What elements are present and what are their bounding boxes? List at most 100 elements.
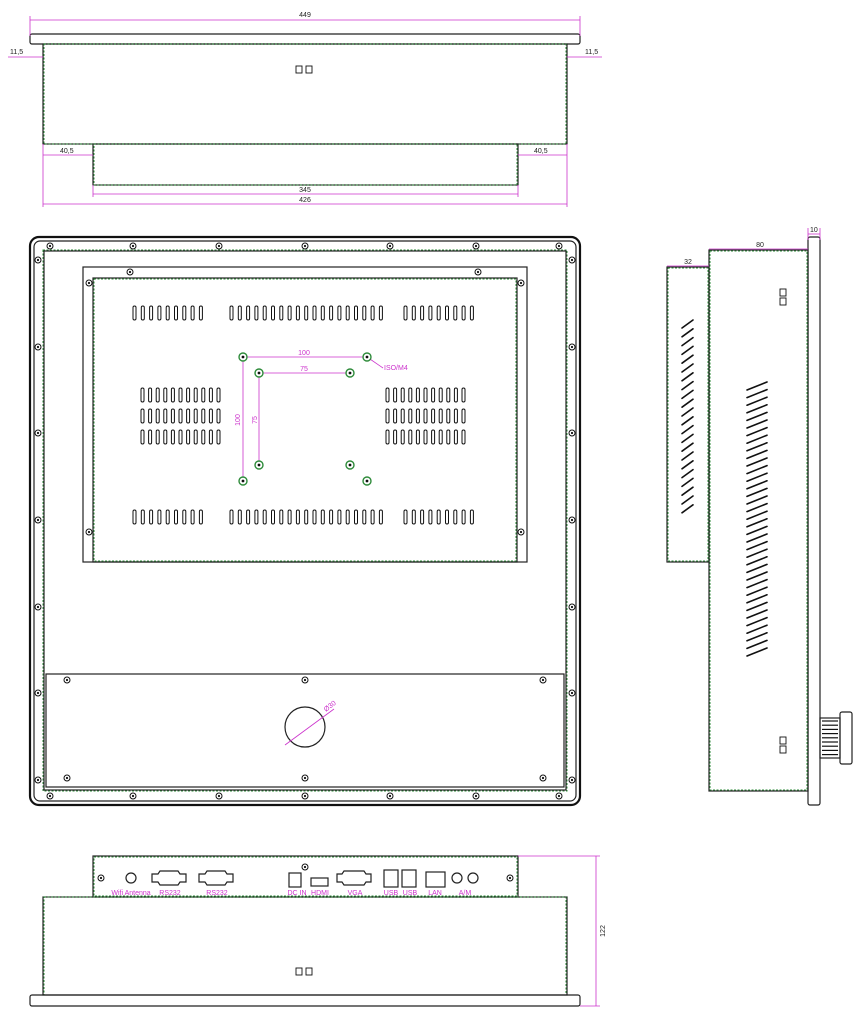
vent-slot [453,509,458,525]
vesa-hole-center [257,463,261,467]
bottom-screw-right-center [508,876,512,880]
vent-slot [337,509,342,525]
vesa-hole-center [365,479,369,483]
side-bracket-hidden-edge [667,267,709,562]
vent-slot [287,305,292,321]
rs232-port-1 [151,870,187,886]
knockout-hole [284,706,326,748]
vent-slot [201,387,206,403]
vent-slot [157,305,162,321]
dim-label-10: 10 [810,227,818,234]
side-vent-slot [746,426,768,437]
dim-label-iso: ISO/M4 [384,365,408,372]
back-body-hidden-edge [42,249,568,792]
vent-slot [140,509,145,525]
top-bracket [92,143,519,186]
vent-slot [208,429,213,445]
vent-slot [163,429,168,445]
vent-slot [393,429,398,445]
vent-slot [201,429,206,445]
vent-slot [182,305,187,321]
vent-slot [403,305,408,321]
vesa-hole-center [348,463,352,467]
vent-slot [403,509,408,525]
vent-slot [415,429,420,445]
dim-label-11-5-right: 11,5 [585,49,598,56]
vesa-holes [238,352,372,486]
label-wifi-antenna: Wifi Antenna [111,890,150,897]
bottom-marker-right [305,967,313,976]
top-bezel [29,33,581,45]
dim-label-vesa-75-h: 75 [300,366,308,373]
vent-slot [337,305,342,321]
back-view: Ø30 100 75 100 75 ISO/M4 [28,235,582,807]
vent-slot [393,408,398,424]
label-audio: A/M [459,890,472,897]
screw-hole-center [36,518,40,522]
screw-hole-center [131,244,135,248]
vent-slot [140,305,145,321]
side-vent-slot [746,616,768,627]
side-vent-slot [681,363,694,373]
screw-hole-center [36,431,40,435]
vent-slot [246,509,251,525]
vent-slot [201,408,206,424]
dim-label-40-5-right: 40,5 [534,148,548,155]
vent-slot [438,387,443,403]
top-body-hidden-edge [43,43,567,145]
side-vent-slot [746,388,768,399]
top-body [42,43,568,145]
screw-hole-center [557,794,561,798]
vent-slot [378,509,383,525]
vent-slot [254,305,259,321]
screw-hole-center [36,345,40,349]
top-bracket-hidden-edge [93,143,518,186]
vent-slot [155,408,160,424]
label-hdmi: HDMI [311,890,329,897]
vent-slot [423,408,428,424]
side-vent-slot [746,434,768,445]
vent-slot [329,509,334,525]
vesa-hole-center [241,479,245,483]
dim-label-426: 426 [299,197,311,204]
vent-slot [140,408,145,424]
vent-slot [262,305,267,321]
side-vent-slot [746,495,768,505]
vent-slot [453,387,458,403]
vent-slot [170,429,175,445]
screw-hole-center [388,244,392,248]
vent-slot [182,509,187,525]
dim-label-80: 80 [756,242,764,249]
screw-hole-center [131,794,135,798]
side-vent-slot [681,495,694,505]
vent-slot [408,429,413,445]
side-vent-slot [681,442,694,453]
vent-slot [400,387,405,403]
side-vent-slot [746,472,768,483]
side-vent-slot [681,486,694,497]
back-vents [132,305,474,525]
vent-slot [148,387,153,403]
side-vent-slot [681,433,694,444]
side-vent-slot [746,593,768,604]
bottom-screw-top-center [303,865,307,869]
vent-slot [461,408,466,424]
screw-hole-center [65,776,69,780]
vent-slot [461,509,466,525]
vent-slot [400,429,405,445]
vent-slot [385,408,390,424]
side-vents [681,319,768,657]
side-vent-slot [681,398,694,409]
side-vent-slot [746,419,768,429]
vent-slot [229,305,234,321]
screw-hole-center [570,258,574,262]
vent-slot [370,509,375,525]
screw-hole-center [48,244,52,248]
vent-slot [149,305,154,321]
screw-hole-center [87,281,91,285]
bottom-io-bracket-hidden-edge [93,856,518,897]
label-vga: VGA [348,890,363,897]
vent-slot [438,429,443,445]
side-vent-slot [746,540,768,551]
screw-hole-center [476,270,480,274]
